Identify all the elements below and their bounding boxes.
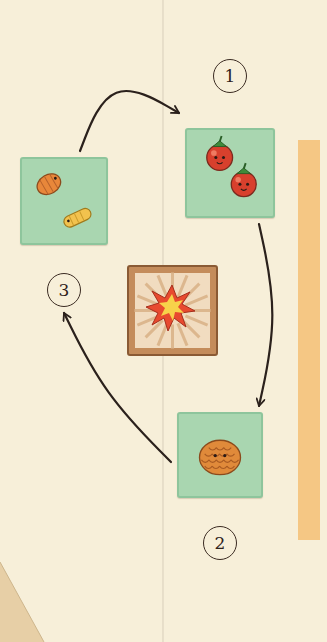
- game-tile: 1: [185, 58, 275, 218]
- game-tile: 2: [177, 412, 263, 560]
- tomato-icon: [231, 163, 256, 197]
- callout-number: 2: [203, 526, 237, 560]
- corner-curl: [0, 562, 44, 642]
- flow-arrow: [80, 91, 179, 151]
- callout-number: 3: [47, 273, 81, 307]
- tile-picture: [22, 159, 106, 243]
- tomato-icon: [207, 136, 233, 170]
- tape-strip: [298, 140, 320, 540]
- larva-icon: [62, 207, 93, 229]
- tile-picture: [187, 130, 273, 216]
- flow-arrow: [259, 224, 272, 406]
- corner-edge: [0, 562, 44, 642]
- callout-number: 1: [213, 59, 247, 93]
- tile-face: [20, 157, 108, 245]
- pinecone-icon: [200, 440, 241, 474]
- step-number: 1: [225, 68, 236, 85]
- sun-ray: [171, 325, 174, 349]
- tile-face: [185, 128, 275, 218]
- tile-face: [177, 412, 263, 498]
- bonus-tile: [128, 266, 217, 355]
- sun-ray: [185, 316, 207, 325]
- step-number: 3: [59, 282, 70, 299]
- sun-ray: [158, 275, 167, 297]
- tile-picture: [179, 414, 261, 496]
- sun-ray: [185, 296, 207, 305]
- sun-ray: [158, 323, 167, 345]
- flow-arrow: [64, 313, 171, 462]
- game-tile: 3: [20, 157, 108, 307]
- step-number: 2: [215, 535, 226, 552]
- bug-icon: [33, 170, 64, 199]
